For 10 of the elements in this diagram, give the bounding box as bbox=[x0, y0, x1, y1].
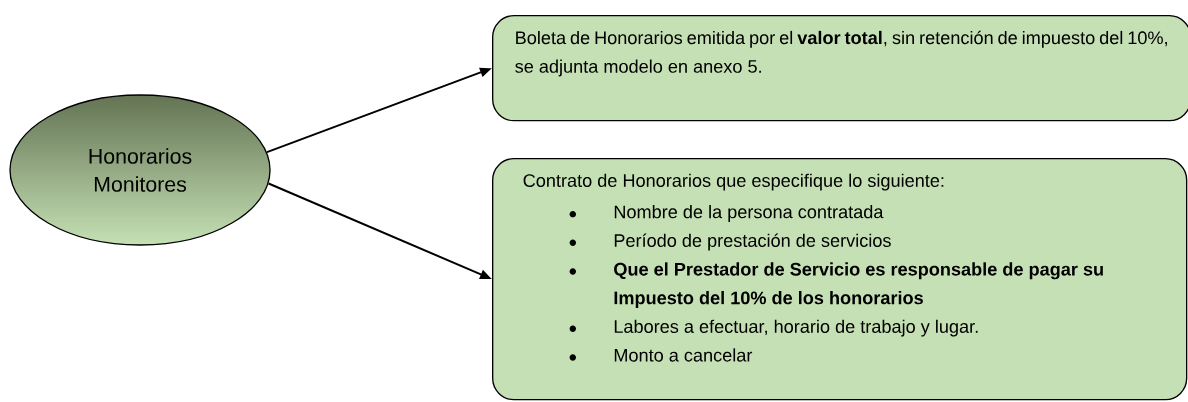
rounded-box bbox=[492, 15, 1188, 122]
heading: Contrato de Honorarios que especifique lo siguiente: bbox=[523, 173, 944, 191]
rounded-box bbox=[492, 158, 1188, 401]
list-item: Nombre de la persona contratada bbox=[614, 205, 884, 222]
list-item: Labores a efectuar, horario de trabajo y lugar. bbox=[614, 319, 978, 337]
list-item: Período de prestación de servicios bbox=[614, 233, 891, 251]
ellipse-node: Honorarios Monitores bbox=[9, 94, 271, 246]
list-item: Monto a cancelar bbox=[614, 348, 753, 362]
list-item: Que el Prestador de Servicio es responsable de pagar su Impuesto del 10% de los honorarios bbox=[614, 262, 1103, 308]
paragraph: Boleta de Honorarios emitida por el valor total, sin retención de impuesto del 10%, se adjunta modelo en anexo 5. bbox=[515, 30, 1167, 77]
